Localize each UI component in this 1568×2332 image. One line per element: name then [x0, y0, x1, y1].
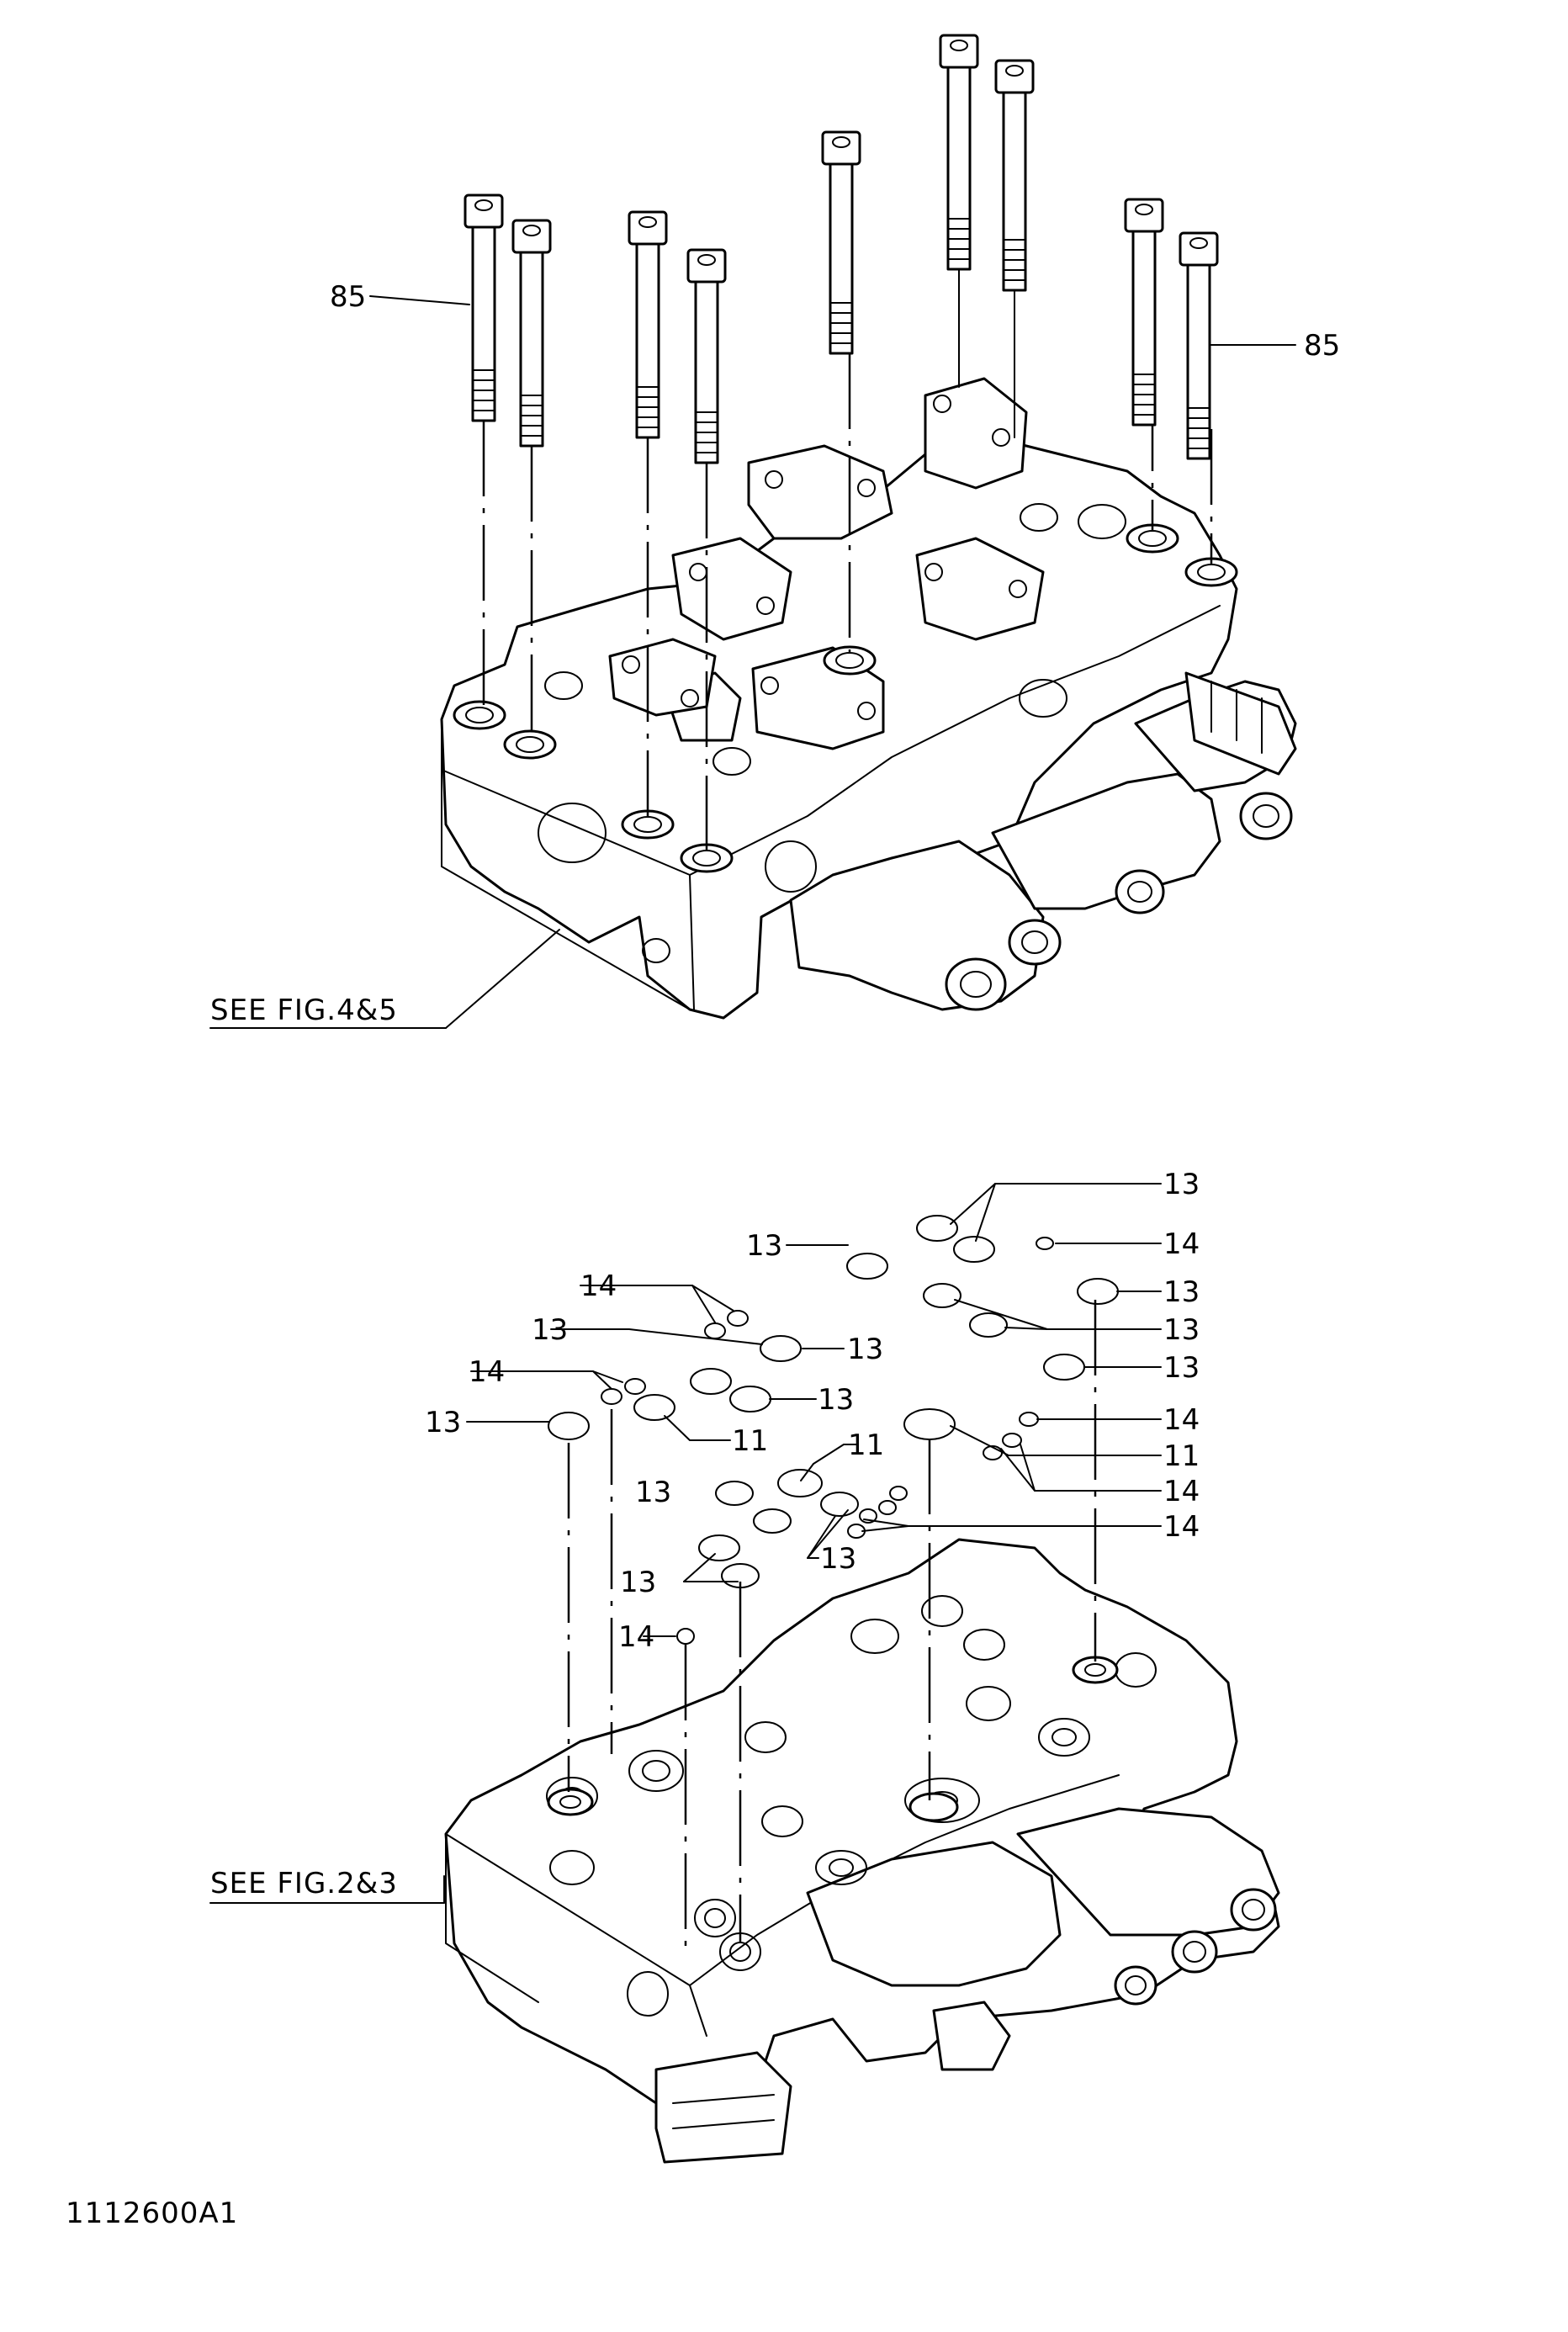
label-14-f: 14 — [1163, 1510, 1200, 1544]
label-11-a: 11 — [732, 1424, 768, 1458]
callout-labels: 13 13 14 14 13 13 13 13 13 13 14 14 13 1… — [425, 1168, 1200, 1654]
label-13-g: 13 — [1163, 1351, 1200, 1385]
label-13-h: 13 — [818, 1383, 854, 1417]
label-13-j: 13 — [635, 1476, 671, 1509]
label-13-i: 13 — [425, 1406, 461, 1439]
label-85-left: 85 — [330, 280, 366, 314]
drawing-number: 1112600A1 — [66, 2197, 238, 2230]
label-11-c: 11 — [848, 1428, 884, 1462]
bolts — [464, 34, 1219, 464]
label-13-k: 13 — [820, 1542, 856, 1576]
upper-valve-assembly — [440, 34, 1297, 1020]
label-13-b: 13 — [746, 1229, 782, 1263]
callout-85-right: 85 — [1209, 329, 1340, 363]
label-13-a: 13 — [1163, 1168, 1200, 1201]
label-14-d: 14 — [1163, 1403, 1200, 1437]
label-14-e: 14 — [1163, 1475, 1200, 1508]
reference-bottom: SEE FIG.2&3 — [209, 1867, 445, 1904]
o-rings — [548, 1215, 1119, 1645]
label-13-c: 13 — [1163, 1275, 1200, 1309]
see-fig-2-3: SEE FIG.2&3 — [210, 1867, 398, 1900]
lower-valve-assembly — [444, 1300, 1280, 2164]
label-14-c: 14 — [469, 1355, 505, 1389]
label-11-b: 11 — [1163, 1439, 1200, 1473]
bolt-washers — [453, 523, 1238, 873]
label-85-right: 85 — [1304, 329, 1340, 363]
label-13-f: 13 — [847, 1333, 883, 1366]
label-14-b: 14 — [580, 1269, 617, 1303]
callout-leaders — [466, 1183, 1162, 1637]
label-13-l: 13 — [620, 1566, 656, 1599]
label-14-a: 14 — [1163, 1227, 1200, 1261]
label-13-d: 13 — [1163, 1313, 1200, 1347]
oring-axis-lines — [567, 1300, 1097, 1956]
label-13-e: 13 — [532, 1313, 568, 1347]
reference-top: SEE FIG.4&5 — [209, 929, 560, 1029]
bolt-axis-lines — [482, 353, 1213, 850]
callout-85-left: 85 — [330, 280, 470, 314]
see-fig-4-5: SEE FIG.4&5 — [210, 994, 398, 1027]
label-14-g: 14 — [618, 1620, 654, 1654]
